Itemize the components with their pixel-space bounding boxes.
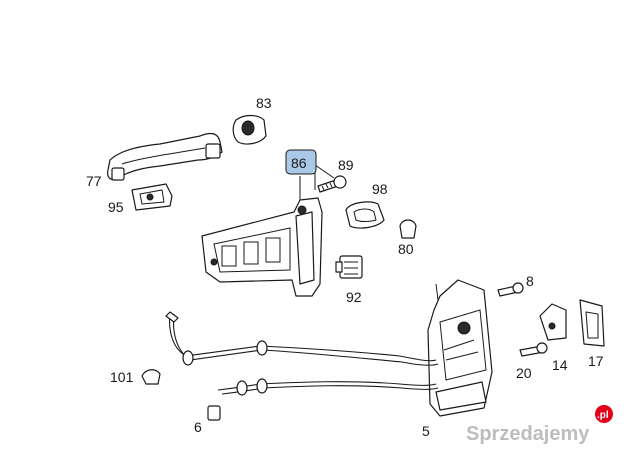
part-14-striker [539,303,567,341]
part-83-end-cap [232,114,267,145]
callout-5: 5 [422,423,430,439]
part-6-clip [207,405,221,421]
callout-14: 14 [552,357,568,373]
callout-89: 89 [338,157,354,173]
callout-6: 6 [194,419,202,435]
callout-86: 86 [291,155,307,171]
callout-101: 101 [110,369,134,385]
callout-95: 95 [108,199,124,215]
part-89-screw [317,175,347,193]
part-5-door-lock [427,279,493,417]
part-20-screw [519,342,548,357]
part-101-cable-clip [141,369,161,385]
callout-83: 83 [256,95,272,111]
callout-98: 98 [372,181,388,197]
watermark-badge-text: .pl [597,410,609,421]
actuating-cables [165,311,439,396]
callout-20: 20 [516,365,532,381]
part-17-shim-plate [579,299,605,347]
part-8-bolt [497,282,524,297]
callout-92: 92 [346,289,362,305]
part-86-highlight [285,149,317,175]
watermark-badge [595,405,613,423]
part-86-handle-carrier [201,197,323,297]
callout-17: 17 [588,353,604,369]
part-80-clip [399,219,417,239]
callout-77: 77 [86,173,102,189]
watermark: .pl Sprzedajemy [466,405,613,445]
callout-80: 80 [398,241,414,257]
part-95-gasket [131,183,173,211]
part-92-cylinder-housing [335,255,363,279]
part-98-bracket [345,201,385,229]
part-77-door-handle [107,132,223,181]
callout-8: 8 [526,273,534,289]
watermark-text: Sprzedajemy [466,423,590,445]
